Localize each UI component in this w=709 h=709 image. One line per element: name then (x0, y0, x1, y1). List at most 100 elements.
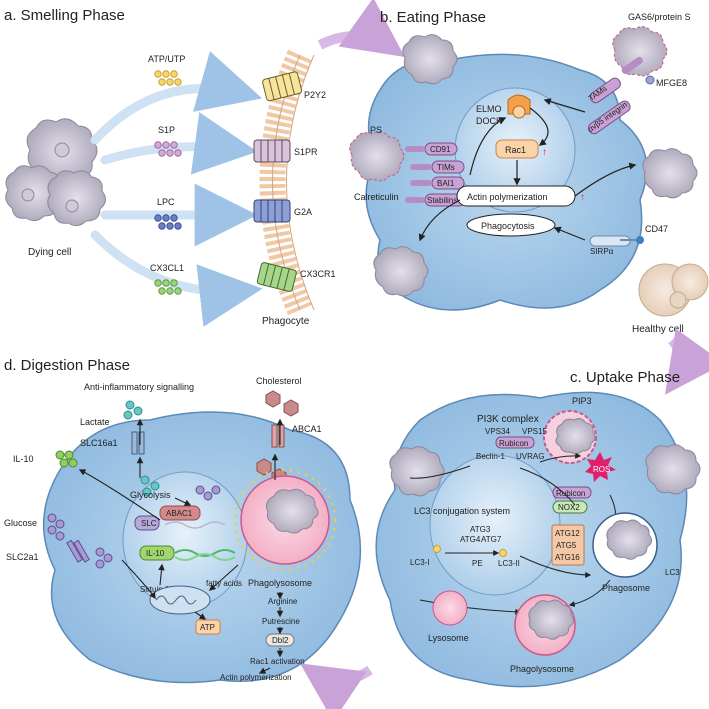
elmo-label: ELMO (476, 104, 502, 114)
signal-atp-label: ATP/UTP (148, 54, 185, 64)
cholesterol-label: Cholesterol (256, 376, 302, 386)
sirpa-cd47-link (589, 235, 644, 247)
rubicon-chip-1 (495, 436, 535, 449)
lc3i-label: LC3-I (410, 558, 430, 567)
actin-polymerization-label: Actin polymerization (220, 673, 292, 682)
lpc-dots (154, 214, 182, 230)
fatty-acids-label: fatty acids (206, 579, 242, 588)
slc2a1-label: SLC2a1 (6, 552, 39, 562)
arginine-label: Arginine (268, 597, 298, 606)
phagosome (592, 512, 658, 578)
ros-burst (585, 452, 616, 482)
receptor-s1pr-label: S1PR (294, 147, 318, 157)
putrescine-label: Putrescine (262, 617, 300, 626)
bai1-label: BAI1 (437, 179, 455, 188)
pip3-engulfment (543, 410, 597, 464)
abac1-box (159, 505, 201, 521)
digestion-phagolysosome-label: Phagolysosome (248, 578, 312, 588)
signal-s1p-label: S1P (158, 125, 175, 135)
uptake-nucleus (429, 454, 561, 596)
glucose-molecules (47, 513, 113, 569)
phagocytosis-label: Phagocytosis (481, 221, 535, 231)
atp-dots (154, 70, 182, 86)
atg7-label: ATG7 (481, 535, 502, 544)
p2y2-receptor (262, 71, 303, 102)
sirtuin-label: Sirtuin 1 (140, 585, 170, 594)
gas6-label: GAS6/protein S (628, 12, 691, 22)
atg5-label: ATG5 (556, 541, 577, 550)
vps15-label: VPS15 (522, 427, 547, 436)
uptake-phagolysosome-label: Phagolysosome (510, 664, 574, 674)
abca1-label: ABCA1 (292, 424, 322, 434)
glucose-label: Glucose (4, 518, 37, 528)
eating-arrows (418, 98, 637, 242)
lc3-system-label: LC3 conjugation system (414, 506, 510, 516)
slc2a1-transporter (66, 539, 90, 563)
anti-inflammatory-label: Anti-inflammatory signalling (84, 382, 194, 392)
rac1-activation-label: Rac1 activation (250, 657, 305, 666)
slc-label: SLC (141, 519, 157, 528)
s1pr-receptor (253, 139, 291, 163)
stabilins-label: Stabilins (427, 196, 457, 205)
glycolysis-label: Glycolysis (130, 490, 171, 500)
ps-label: PS (370, 125, 382, 135)
atg4-label: ATG4 (460, 535, 481, 544)
dna-strands (164, 521, 236, 561)
il10-in-box (139, 545, 175, 561)
digestion-arrows (78, 418, 284, 674)
dying-cell-cluster (5, 118, 106, 227)
rac1-label: Rac1 (505, 145, 526, 155)
dbl2-label: Dbl2 (272, 636, 289, 645)
slc16a1-label: SLC16a1 (80, 438, 118, 448)
rubicon-label-2: Rubicon (556, 489, 585, 498)
cx3cr1-receptor (256, 262, 297, 292)
ros-label: ROS (593, 465, 610, 474)
il10-out-label: IL-10 (13, 454, 34, 464)
nox2-label: NOX2 (558, 503, 580, 512)
panel-a-title: a. Smelling Phase (4, 7, 125, 24)
eating-dying-cells (349, 26, 698, 297)
arrow-c-to-d (300, 663, 373, 709)
atp-label: ATP (200, 623, 215, 632)
panel-c-title: c. Uptake Phase (570, 369, 680, 386)
receptor-g2a-label: G2A (294, 207, 312, 217)
lysosome-label: Lysosome (428, 633, 469, 643)
panel-d-title: d. Digestion Phase (4, 357, 130, 374)
arrow-b-to-c (664, 328, 709, 395)
panel-b-title: b. Eating Phase (380, 9, 486, 26)
rac1-up-arrow: ↑ (542, 147, 547, 158)
phagocytosis-oval (466, 213, 556, 237)
nox2-chip (552, 500, 588, 514)
pe-label: PE (472, 559, 483, 568)
cx3cl1-dots (154, 279, 182, 295)
atg12-label: ATG12 (555, 529, 580, 538)
dock-label: DOCK (476, 116, 502, 126)
lc3-conversion (409, 452, 618, 615)
elmo-dock-complex (507, 94, 531, 119)
rubicon-chip-2 (552, 486, 592, 499)
pi3k-label: PI3K complex (477, 414, 539, 425)
slc16a1-transporter (131, 431, 145, 455)
slc-box (134, 515, 160, 531)
actin-label: Actin polymerization (467, 192, 548, 202)
healthy-cell-label: Healthy cell (632, 324, 684, 335)
s1p-dots (154, 141, 182, 157)
signal-flow-arrows (90, 51, 263, 327)
il10-in-label: IL-10 (146, 549, 165, 558)
phagocyte-label: Phagocyte (262, 316, 310, 327)
healthy-cell (638, 263, 709, 317)
sirpa-label: SIRPα (590, 247, 614, 256)
lysosome (432, 590, 468, 626)
calreticulin-label: Calreticulin (354, 192, 399, 202)
signal-lpc-label: LPC (157, 197, 175, 207)
il10-molecules (55, 450, 78, 468)
mitochondrion (149, 585, 211, 615)
cd47-label: CD47 (645, 224, 668, 234)
atg16-label: ATG16 (555, 553, 580, 562)
rubicon-label-1: Rubicon (499, 439, 528, 448)
lc3ii-label: LC3-II (498, 559, 520, 568)
glycolysis-molecules (195, 485, 221, 501)
beclin-label: Beclin-1 (476, 452, 505, 461)
